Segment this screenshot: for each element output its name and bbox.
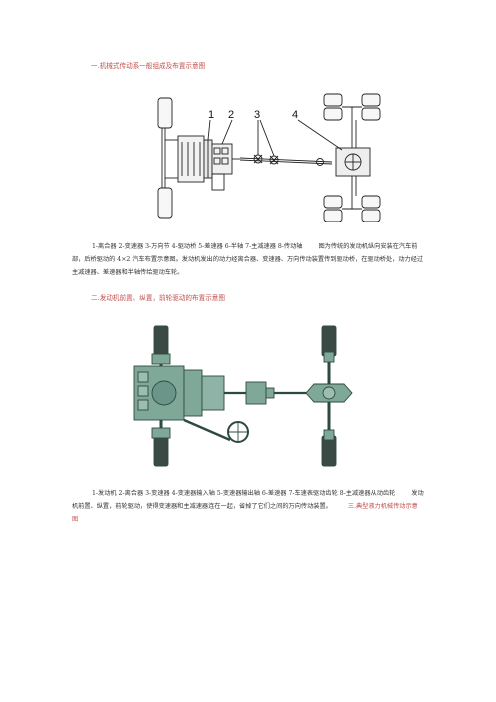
figure1-callout-4: 4 [292,109,298,121]
figure2-front-drive-layout-diagram [133,325,353,467]
figure2-description: 发动机前置、纵置，前轮驱动，使得变速器和主减速器连在一起，省掉了它们之间的万向传… [72,490,424,510]
figure2-text-block: 1-发动机 2-离合器 3-变速器 4-变速器输入轴 5-变速器输出轴 6-差速… [72,487,424,526]
figure1-description: 图为传统的发动机纵向安装在汽车前部，后桥驱动的 4×2 汽车布置示意图。发动机发… [72,243,424,276]
section1-heading: 一.机械式传动系一般组成及布置示意图 [91,62,206,70]
section2-heading: 二.发动机前置、纵置，前轮驱动的布置示意图 [91,294,225,302]
figure2-caption: 1-发动机 2-离合器 3-变速器 4-变速器输入轴 5-变速器输出轴 6-差速… [92,490,396,497]
figure1-callout-1: 1 [208,109,214,121]
figure1-text-block: 1-离合器 2-变速器 3-万向节 4-驱动桥 5-差速器 6-半轴 7-主减速… [72,240,424,279]
figure1-caption: 1-离合器 2-变速器 3-万向节 4-驱动桥 5-差速器 6-半轴 7-主减速… [92,243,303,250]
figure1-callout-2: 2 [228,109,234,121]
figure1-callout-3: 3 [254,109,260,121]
section3-heading: 三.典型液力机械传动示意图 [72,503,418,523]
figure1-drivetrain-diagram: 1 2 3 4 [157,93,381,222]
